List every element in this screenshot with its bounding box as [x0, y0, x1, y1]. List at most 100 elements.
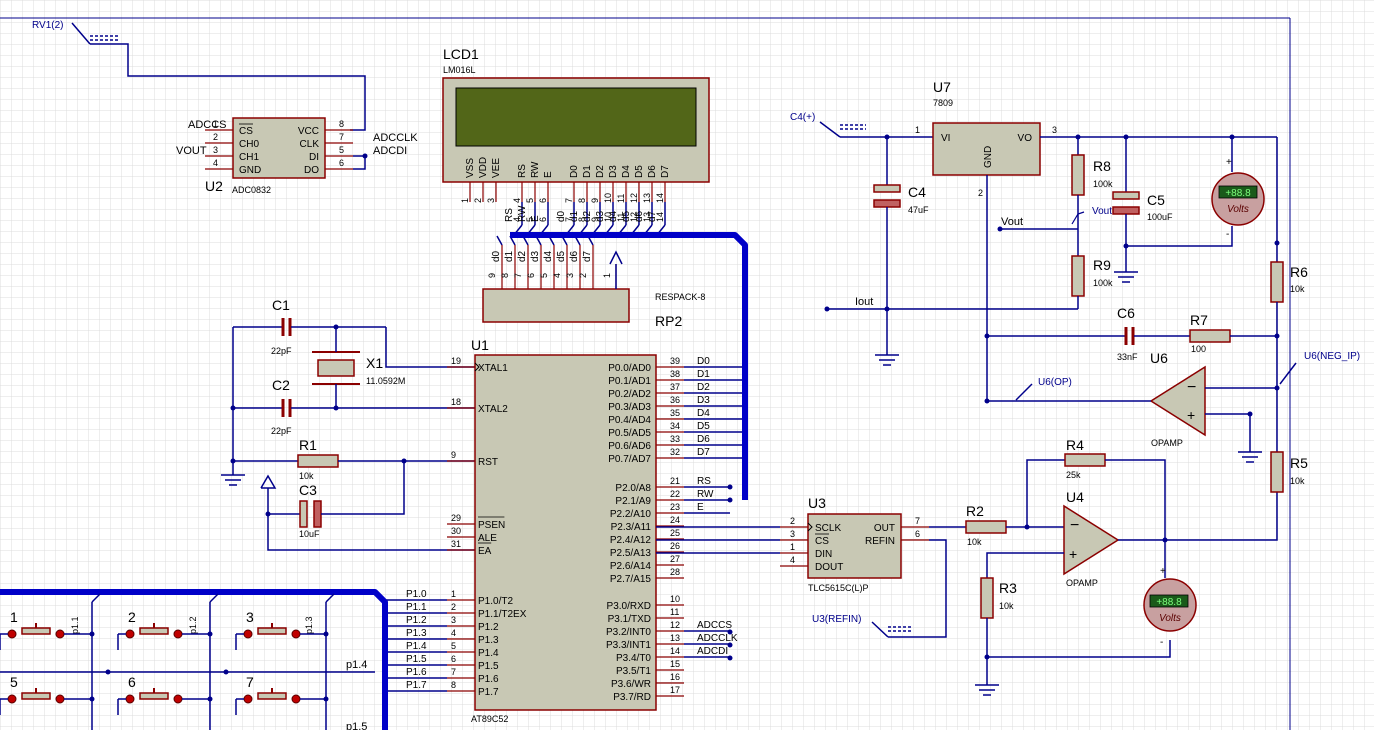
lcd-pin-num: 6: [538, 198, 548, 203]
lcd-pin-num: 4: [512, 198, 522, 203]
u6-op-terminal[interactable]: U6(OP): [1015, 377, 1072, 401]
keypad-key-label: 1: [10, 609, 18, 625]
r7-resistor[interactable]: R7 100: [1189, 312, 1277, 354]
r4-resistor[interactable]: R4 25k: [1026, 437, 1166, 540]
net-adccs-label: ADCCS: [188, 119, 227, 131]
r1-ref: R1: [299, 437, 317, 453]
r3-resistor[interactable]: R3 10k: [980, 577, 1017, 685]
rp2-net: d2: [517, 250, 528, 262]
lcd-bus-num: 11: [616, 213, 626, 222]
u1-pin-num: 23: [670, 502, 680, 512]
u7-regulator[interactable]: U7 7809 VI VO GND 1 3 2: [915, 79, 1057, 198]
u1-pin-num: 14: [670, 646, 680, 656]
u2-adc0832[interactable]: CS CH0 CH1 GND VCC CLK DI DO 1 2 3 4 8 7…: [176, 117, 418, 195]
u1-pin-name: P0.4/AD4: [608, 415, 651, 426]
u6-opamp[interactable]: − + U6 OPAMP: [1149, 350, 1206, 448]
lcd-pin-num: 2: [473, 198, 483, 203]
net-p15-label: p1.5: [346, 721, 367, 730]
lcd1-lm016l[interactable]: LCD1 LM016L VSS1VDD2VEE3RS4RW5E6D07D18D2…: [442, 46, 710, 203]
u1-pin-name: P1.4: [478, 648, 499, 659]
data-bus-top: [510, 232, 748, 500]
x1-crystal[interactable]: X1 11.0592M: [312, 327, 405, 408]
keypad-button[interactable]: [257, 692, 287, 700]
keypad-button[interactable]: [139, 692, 169, 700]
voltmeter-minus: -: [1226, 229, 1229, 240]
u1-pin-name: P0.6/AD6: [608, 441, 651, 452]
u3-pin-name: DIN: [815, 549, 832, 560]
u6-op-label: U6(OP): [1038, 377, 1072, 388]
u1-pin-num: 33: [670, 434, 680, 444]
u7-pin-name: GND: [983, 146, 994, 168]
u1-port-net: E: [697, 502, 704, 513]
c3-capacitor[interactable]: C3 10uF: [268, 461, 405, 539]
u1-at89c52[interactable]: U1 19XTAL118XTAL29RST29PSEN30ALE31EA1P1.…: [385, 337, 742, 724]
u2-pin-num: 3: [213, 145, 218, 155]
keypad-button[interactable]: [139, 627, 169, 635]
voltmeter-1[interactable]: +88.8 Volts + -: [1211, 157, 1265, 240]
u2-pin-num: 7: [339, 132, 344, 142]
u1-pin-name: P3.6/WR: [611, 679, 651, 690]
c6-capacitor[interactable]: C6 33nF: [987, 305, 1190, 362]
u2-pin-num: 5: [339, 145, 344, 155]
keypad-button[interactable]: [21, 692, 51, 700]
rv1-label: RV1(2): [32, 20, 64, 31]
u1-pin-name: P2.5/A13: [610, 548, 652, 559]
u1-pin-name: EA: [478, 546, 492, 557]
u1-pin-num: 9: [451, 450, 456, 460]
lcd-bus-num: 10: [603, 212, 613, 222]
u1-pin-name: P1.0/T2: [478, 596, 513, 607]
lcd-bus-net: RS: [504, 208, 515, 222]
lcd-bus-net: d5: [621, 210, 632, 222]
voltmeter-2[interactable]: +88.8 Volts + -: [1143, 566, 1197, 648]
u3-tlc5615[interactable]: U3 SCLK CS DIN DOUT OUT REFIN 2 3 1 4 7 …: [780, 495, 929, 593]
c6-ref: C6: [1117, 305, 1135, 321]
lcd-pin-name: D6: [647, 165, 658, 178]
c4-plus-terminal[interactable]: C4(+): [790, 112, 866, 138]
u2-pin-name: GND: [239, 165, 261, 176]
u1-pin-name: XTAL1: [478, 363, 508, 374]
keypad-button[interactable]: [257, 627, 287, 635]
r9-resistor[interactable]: R9 100k: [1071, 255, 1113, 309]
u1-pin-name: P3.4/T0: [616, 653, 651, 664]
u2-pin-name: VCC: [298, 126, 319, 137]
lcd-pin-name: D3: [608, 165, 619, 178]
rp2-net: d1: [504, 250, 515, 262]
keypad-key-label: 6: [128, 674, 136, 690]
u3-refin-terminal[interactable]: U3(REFIN): [812, 614, 912, 638]
voltmeter-unit: Volts: [1159, 613, 1181, 624]
c5-capacitor[interactable]: C5 100uF: [1112, 137, 1173, 272]
u1-p1-net: P1.2: [406, 615, 427, 626]
junction-dot: [323, 631, 329, 637]
lcd-pin-name: D2: [595, 165, 606, 178]
r5-ref: R5: [1290, 455, 1308, 471]
net-iout-label: Iout: [855, 296, 873, 308]
keypad-button[interactable]: [21, 627, 51, 635]
net-adcdi-label: ADCDI: [373, 145, 407, 157]
c2-capacitor[interactable]: C2 22pF: [233, 377, 475, 436]
r5-resistor[interactable]: R5 10k: [1270, 451, 1308, 493]
lcd-pin-name: D4: [621, 165, 632, 178]
u7-part: 7809: [933, 98, 953, 108]
u6-neg-terminal[interactable]: U6(NEG_IP): [1279, 351, 1360, 385]
rv1-terminal[interactable]: RV1(2): [32, 20, 118, 45]
u1-pin-num: 37: [670, 382, 680, 392]
c1-val: 22pF: [271, 346, 292, 356]
r7-val: 100: [1191, 344, 1206, 354]
r8-resistor[interactable]: R8 100k: [1071, 137, 1113, 256]
junction-dot: [323, 696, 329, 702]
r2-resistor[interactable]: R2 10k: [929, 503, 1064, 547]
u7-pin-name: VO: [1018, 133, 1033, 144]
u3-pin-num: 7: [915, 516, 920, 526]
r6-resistor[interactable]: R6 10k: [1270, 261, 1308, 452]
u4-opamp[interactable]: − + U4 OPAMP: [1063, 489, 1120, 588]
keypad-contact: [7, 694, 17, 704]
c4-capacitor[interactable]: C4 47uF: [873, 137, 929, 355]
rp2-pin-num: 9: [487, 273, 497, 278]
rp2-bus-entry: [496, 235, 503, 246]
voltmeter-plus: +: [1226, 157, 1232, 168]
u1-pin-num: 19: [451, 356, 461, 366]
u1-port-net: RS: [697, 476, 711, 487]
net-adcclk-label: ADCCLK: [373, 132, 418, 144]
